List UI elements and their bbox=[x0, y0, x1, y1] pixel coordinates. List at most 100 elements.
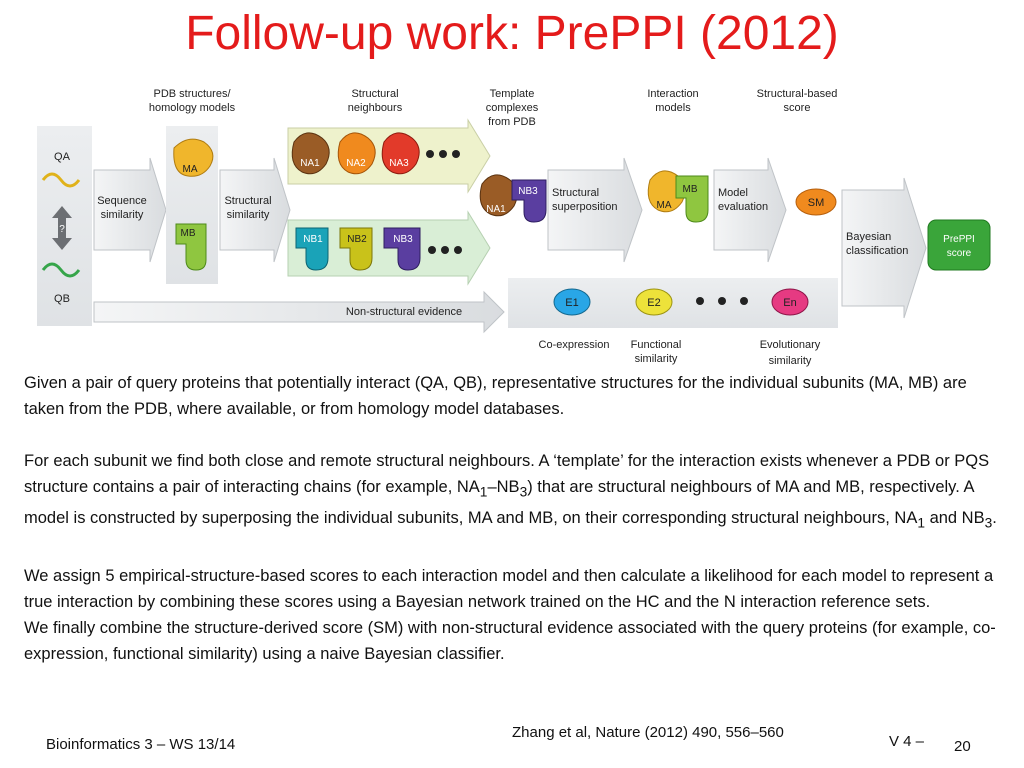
model-mb-shape bbox=[675, 175, 709, 223]
header-interaction: Interaction models bbox=[647, 88, 698, 114]
bayes-line2: classification bbox=[846, 245, 908, 257]
ma-label: MA bbox=[183, 164, 198, 175]
na3-label: NA3 bbox=[389, 158, 409, 169]
func-line2: similarity bbox=[635, 353, 678, 365]
ma-shape bbox=[173, 138, 214, 177]
struct-sup-arrow bbox=[547, 157, 643, 263]
nb1-label: NB1 bbox=[303, 234, 323, 245]
mb-shape bbox=[175, 223, 207, 271]
seq-sim-arrow bbox=[93, 157, 167, 263]
header-pdb-line2: homology models bbox=[149, 102, 236, 114]
p2-part-d: and NB bbox=[924, 509, 985, 528]
e1-ellipse bbox=[553, 288, 591, 316]
struct-sim-arrow bbox=[219, 157, 291, 263]
preppi-line2: score bbox=[947, 248, 972, 259]
footer-lecture: V 4 – bbox=[889, 733, 925, 750]
double-arrow-icon bbox=[52, 206, 72, 250]
en-label: En bbox=[783, 297, 796, 309]
citation: Zhang et al, Nature (2012) 490, 556–560 bbox=[512, 724, 784, 741]
struct-sim-line1: Structural bbox=[224, 195, 271, 207]
nb3-label: NB3 bbox=[393, 234, 413, 245]
header-score-line2: score bbox=[784, 102, 811, 114]
header-score: Structural-based score bbox=[757, 88, 838, 114]
na3-shape bbox=[381, 132, 420, 175]
qa-wave-icon bbox=[41, 172, 81, 188]
header-pdb-line1: PDB structures/ bbox=[153, 88, 231, 100]
evo-line1: Evolutionary bbox=[760, 339, 821, 351]
bayes-line1: Bayesian bbox=[846, 231, 891, 243]
seq-sim-line2: similarity bbox=[101, 209, 144, 221]
coexp-label: Co-expression bbox=[539, 339, 610, 351]
header-neighbours: Structural neighbours bbox=[348, 88, 403, 114]
paragraph-4: We finally combine the structure-derived… bbox=[24, 618, 996, 663]
p2-sub-1: 1 bbox=[479, 484, 488, 500]
e2-label: E2 bbox=[647, 297, 660, 309]
na1-label: NA1 bbox=[300, 158, 320, 169]
paragraph-1: Given a pair of query proteins that pote… bbox=[24, 374, 967, 418]
p2-part-b: –NB bbox=[487, 478, 520, 496]
paragraph-3: We assign 5 empirical-structure-based sc… bbox=[24, 566, 994, 611]
nb-more-dots bbox=[428, 246, 462, 254]
nb1-shape bbox=[295, 227, 329, 271]
struct-sim-line2: similarity bbox=[227, 209, 270, 221]
template-na1-shape bbox=[479, 174, 518, 217]
template-nb3-shape bbox=[511, 179, 547, 223]
header-template-line2: complexes bbox=[486, 102, 539, 114]
sm-ellipse bbox=[795, 188, 837, 216]
evidence-more-dots bbox=[696, 297, 748, 305]
mb-label: MB bbox=[181, 228, 196, 239]
evo-line2: similarity bbox=[769, 355, 812, 367]
na-more-dots bbox=[426, 150, 460, 158]
qa-label: QA bbox=[54, 151, 71, 163]
qb-wave-icon bbox=[41, 262, 81, 278]
question-mark: ? bbox=[59, 224, 65, 235]
func-line1: Functional bbox=[631, 339, 682, 351]
template-na1-label: NA1 bbox=[486, 204, 506, 215]
header-template-line3: from PDB bbox=[488, 116, 536, 128]
footer-course: Bioinformatics 3 – WS 13/14 bbox=[46, 736, 236, 753]
nonstruct-label: Non-structural evidence bbox=[346, 306, 462, 318]
header-interaction-line2: models bbox=[655, 102, 691, 114]
preppi-pipeline-diagram: PDB structures/ homology models Structur… bbox=[37, 88, 991, 367]
preppi-line1: PrePPI bbox=[943, 234, 975, 245]
nb3-shape bbox=[383, 227, 421, 271]
struct-sup-line2: superposition bbox=[552, 201, 617, 213]
struct-sup-line1: Structural bbox=[552, 187, 599, 199]
header-template: Template complexes from PDB bbox=[486, 88, 539, 128]
p2-sub-4: 3 bbox=[984, 515, 993, 531]
model-eval-arrow bbox=[713, 157, 787, 263]
sm-label: SM bbox=[808, 197, 825, 209]
bayes-arrow bbox=[841, 177, 927, 319]
preppi-score-box bbox=[927, 219, 991, 271]
header-neigh-line2: neighbours bbox=[348, 102, 403, 114]
seq-sim-line1: Sequence bbox=[97, 195, 147, 207]
header-pdb: PDB structures/ homology models bbox=[149, 88, 236, 114]
nonstruct-arrow bbox=[93, 290, 505, 334]
template-nb3-label: NB3 bbox=[518, 186, 538, 197]
page-number: 20 bbox=[954, 738, 971, 755]
header-score-line1: Structural-based bbox=[757, 88, 838, 100]
nb2-label: NB2 bbox=[347, 234, 367, 245]
qb-label: QB bbox=[54, 293, 70, 305]
header-interaction-line1: Interaction bbox=[647, 88, 698, 100]
e1-label: E1 bbox=[565, 297, 578, 309]
header-template-line1: Template bbox=[490, 88, 535, 100]
model-eval-line1: Model bbox=[718, 187, 748, 199]
na2-label: NA2 bbox=[346, 158, 366, 169]
e2-ellipse bbox=[635, 288, 673, 316]
slide-title: Follow-up work: PrePPI (2012) bbox=[185, 7, 839, 60]
model-mb-label: MB bbox=[683, 184, 698, 195]
p2-part-c: ) that are structural neighbours of MA a… bbox=[24, 478, 974, 528]
na1-shape bbox=[291, 132, 330, 175]
p2-sub-3: 1 bbox=[917, 515, 925, 531]
slide-body: Given a pair of query proteins that pote… bbox=[24, 370, 999, 667]
p2-part-a: For each subunit we find both close and … bbox=[24, 452, 990, 496]
nb2-shape bbox=[339, 227, 373, 271]
model-ma-label: MA bbox=[657, 200, 672, 211]
header-neigh-line1: Structural bbox=[351, 88, 398, 100]
p2-part-e: . bbox=[992, 509, 997, 528]
p2-sub-2: 3 bbox=[519, 484, 528, 500]
model-eval-line2: evaluation bbox=[718, 201, 768, 213]
en-ellipse bbox=[771, 288, 809, 316]
paragraph-2: For each subunit we find both close and … bbox=[24, 448, 999, 537]
